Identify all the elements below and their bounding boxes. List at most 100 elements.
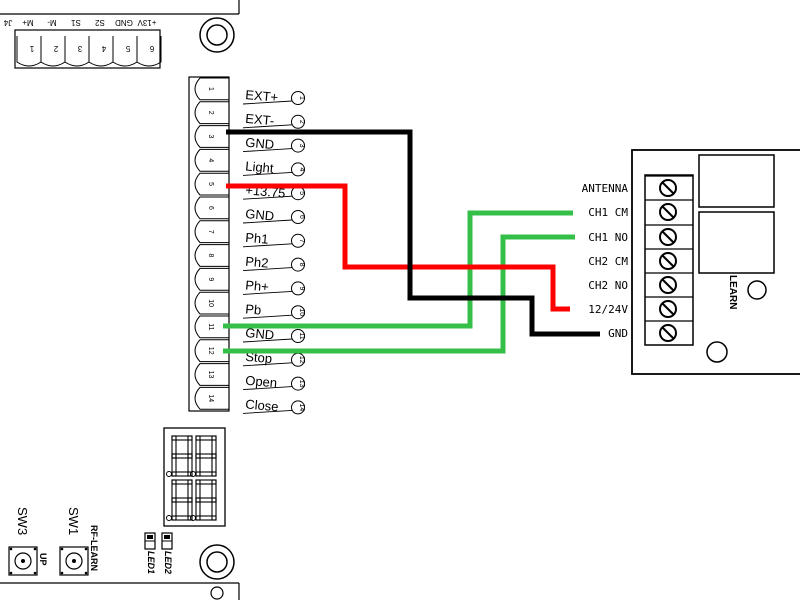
receiver-terminal-screw bbox=[645, 296, 693, 318]
circled-number: 2 bbox=[291, 114, 305, 129]
terminal-pin: 5 bbox=[194, 172, 229, 196]
receiver-terminal-label: 12/24V bbox=[588, 303, 628, 316]
top-connector-label: M- bbox=[47, 18, 57, 27]
led1-icon bbox=[144, 532, 156, 550]
svg-text:3: 3 bbox=[298, 144, 305, 148]
terminal-pin-number: 2 bbox=[207, 111, 214, 115]
terminal-pin: 2 bbox=[194, 101, 229, 125]
top-connector-label: S2 bbox=[95, 18, 105, 27]
sw1-label: SW1 bbox=[66, 507, 81, 535]
top-connector-pin: 3 bbox=[64, 36, 90, 67]
circled-number: 11 bbox=[291, 329, 305, 343]
led2-icon bbox=[161, 532, 173, 550]
circled-number: 12 bbox=[291, 352, 305, 367]
terminal-pin-number: 9 bbox=[207, 277, 214, 281]
terminal-pin: 14 bbox=[194, 386, 229, 410]
circled-number: 4 bbox=[291, 162, 305, 177]
terminal-pin-number: 10 bbox=[207, 299, 214, 307]
wires bbox=[223, 129, 600, 354]
terminal-pin-number: 5 bbox=[207, 182, 214, 186]
terminal-label: EXT- bbox=[245, 111, 275, 128]
top-connector-pin-number: 2 bbox=[53, 44, 58, 53]
receiver-terminal-label: CH2 NO bbox=[588, 279, 628, 292]
terminal-pin: 11 bbox=[194, 315, 229, 339]
svg-text:11: 11 bbox=[298, 332, 305, 339]
terminal-pin: 3 bbox=[194, 125, 229, 148]
leader-line bbox=[242, 386, 293, 391]
receiver-module bbox=[631, 149, 800, 375]
wire-black-gnd bbox=[226, 129, 600, 337]
terminal-pin: 1 bbox=[194, 77, 229, 101]
terminal-pin-number: 1 bbox=[207, 87, 214, 91]
top-connector-pin: 6 bbox=[136, 36, 162, 67]
svg-text:10: 10 bbox=[298, 308, 305, 316]
receiver-terminal-screw bbox=[645, 272, 693, 294]
circled-number: 1 bbox=[291, 91, 305, 105]
receiver-hole bbox=[706, 341, 728, 363]
svg-text:14: 14 bbox=[298, 404, 305, 412]
terminal-pin: 13 bbox=[194, 363, 229, 386]
svg-text:9: 9 bbox=[298, 286, 305, 290]
terminal-pin: 4 bbox=[194, 148, 229, 172]
receiver-terminal-screw bbox=[645, 199, 693, 221]
top-connector-label: GND bbox=[115, 18, 133, 27]
leader-line bbox=[242, 338, 293, 343]
top-connector-pin-number: 1 bbox=[29, 44, 34, 53]
svg-text:13: 13 bbox=[298, 380, 305, 388]
leader-line bbox=[242, 409, 293, 414]
wire-green-ch1no bbox=[223, 234, 575, 354]
terminal-pin-number: 7 bbox=[207, 230, 214, 234]
top-connector-pin: 1 bbox=[16, 36, 42, 67]
learn-button[interactable] bbox=[747, 280, 767, 300]
terminal-pin: 7 bbox=[194, 220, 229, 244]
receiver-terminal-label: CH1 CM bbox=[588, 206, 628, 219]
terminal-pin: 10 bbox=[194, 291, 229, 315]
learn-label: LEARN bbox=[727, 275, 738, 309]
relay-1 bbox=[698, 154, 775, 208]
circled-number: 6 bbox=[291, 210, 305, 224]
receiver-terminal-label: GND bbox=[608, 327, 628, 340]
circled-number: 14 bbox=[291, 400, 305, 415]
terminal-pin: 9 bbox=[194, 267, 229, 291]
top-connector-pin-number: 6 bbox=[149, 44, 154, 53]
top-connector-pin-number: 3 bbox=[77, 44, 82, 53]
controller-board bbox=[0, 0, 240, 600]
sw3-button[interactable] bbox=[8, 546, 38, 576]
sw1-button[interactable] bbox=[59, 546, 89, 576]
seven-segment-digit bbox=[190, 479, 217, 521]
svg-text:7: 7 bbox=[298, 239, 305, 243]
leader-line bbox=[242, 195, 293, 200]
circled-number: 5 bbox=[291, 186, 305, 201]
mounting-hole-top bbox=[199, 17, 235, 53]
leader-line bbox=[242, 314, 293, 319]
top-connector-label: S1 bbox=[71, 18, 81, 27]
leader-line bbox=[242, 219, 293, 224]
circled-number: 7 bbox=[291, 233, 305, 248]
leader-line bbox=[242, 290, 293, 295]
top-connector-label: M+ bbox=[22, 18, 34, 27]
receiver-terminal-screw bbox=[645, 224, 693, 246]
sw3-label: SW3 bbox=[15, 507, 30, 535]
terminal-pin-number: 8 bbox=[207, 254, 214, 258]
relay-2 bbox=[698, 211, 775, 274]
terminal-label: Open bbox=[245, 373, 278, 391]
leader-line bbox=[242, 124, 293, 129]
terminal-label: GND bbox=[245, 135, 275, 152]
circled-number: 3 bbox=[291, 138, 305, 153]
leader-line bbox=[242, 267, 293, 272]
circled-number: 13 bbox=[291, 376, 305, 391]
terminal-pin-number: 12 bbox=[207, 347, 214, 355]
top-connector-pin-number: 4 bbox=[101, 44, 106, 53]
led2-label: LED2 bbox=[163, 551, 173, 574]
receiver-terminal-screw bbox=[645, 320, 693, 342]
terminal-pin: 6 bbox=[194, 196, 229, 220]
svg-text:8: 8 bbox=[298, 263, 305, 267]
circled-number: 10 bbox=[291, 305, 305, 320]
screw-hole-bottom bbox=[210, 586, 224, 600]
terminal-label: GND bbox=[245, 206, 275, 223]
terminal-label: Ph1 bbox=[245, 230, 269, 247]
top-connector-pin: 4 bbox=[88, 36, 114, 67]
seven-segment-display bbox=[163, 427, 226, 527]
svg-text:12: 12 bbox=[298, 356, 305, 364]
